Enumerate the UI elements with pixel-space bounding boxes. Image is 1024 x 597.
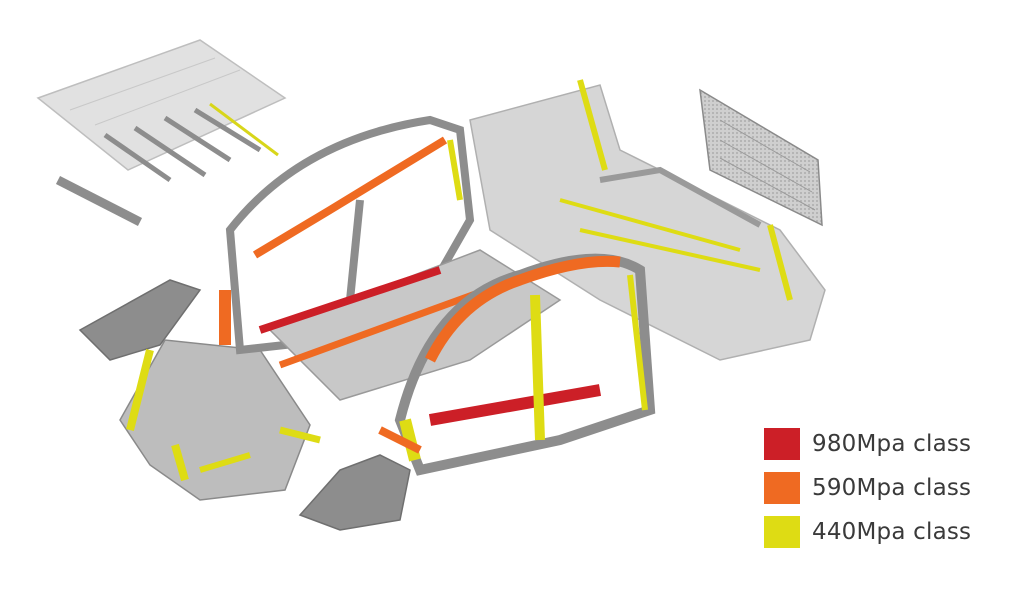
roof-bows [55, 102, 279, 227]
legend-item-590: 590Mpa class [764, 472, 971, 504]
left-side-frame [219, 115, 475, 355]
legend-item-440: 440Mpa class [764, 516, 971, 548]
rear-bed-floor [469, 79, 826, 361]
legend-item-980: 980Mpa class [764, 428, 971, 460]
right-side-frame [378, 253, 656, 476]
legend-swatch-980 [764, 428, 800, 460]
strength-legend: 980Mpa class 590Mpa class 440Mpa class [764, 428, 971, 560]
legend-label-590: 590Mpa class [812, 475, 972, 501]
legend-swatch-440 [764, 516, 800, 548]
front-structure [119, 339, 321, 501]
legend-label-440: 440Mpa class [812, 519, 972, 545]
rear-wall-panel [699, 88, 823, 227]
right-front-fender [298, 454, 411, 531]
legend-label-980: 980Mpa class [812, 431, 972, 457]
legend-swatch-590 [764, 472, 800, 504]
roof-panel [36, 39, 287, 171]
left-front-fender [78, 279, 202, 361]
